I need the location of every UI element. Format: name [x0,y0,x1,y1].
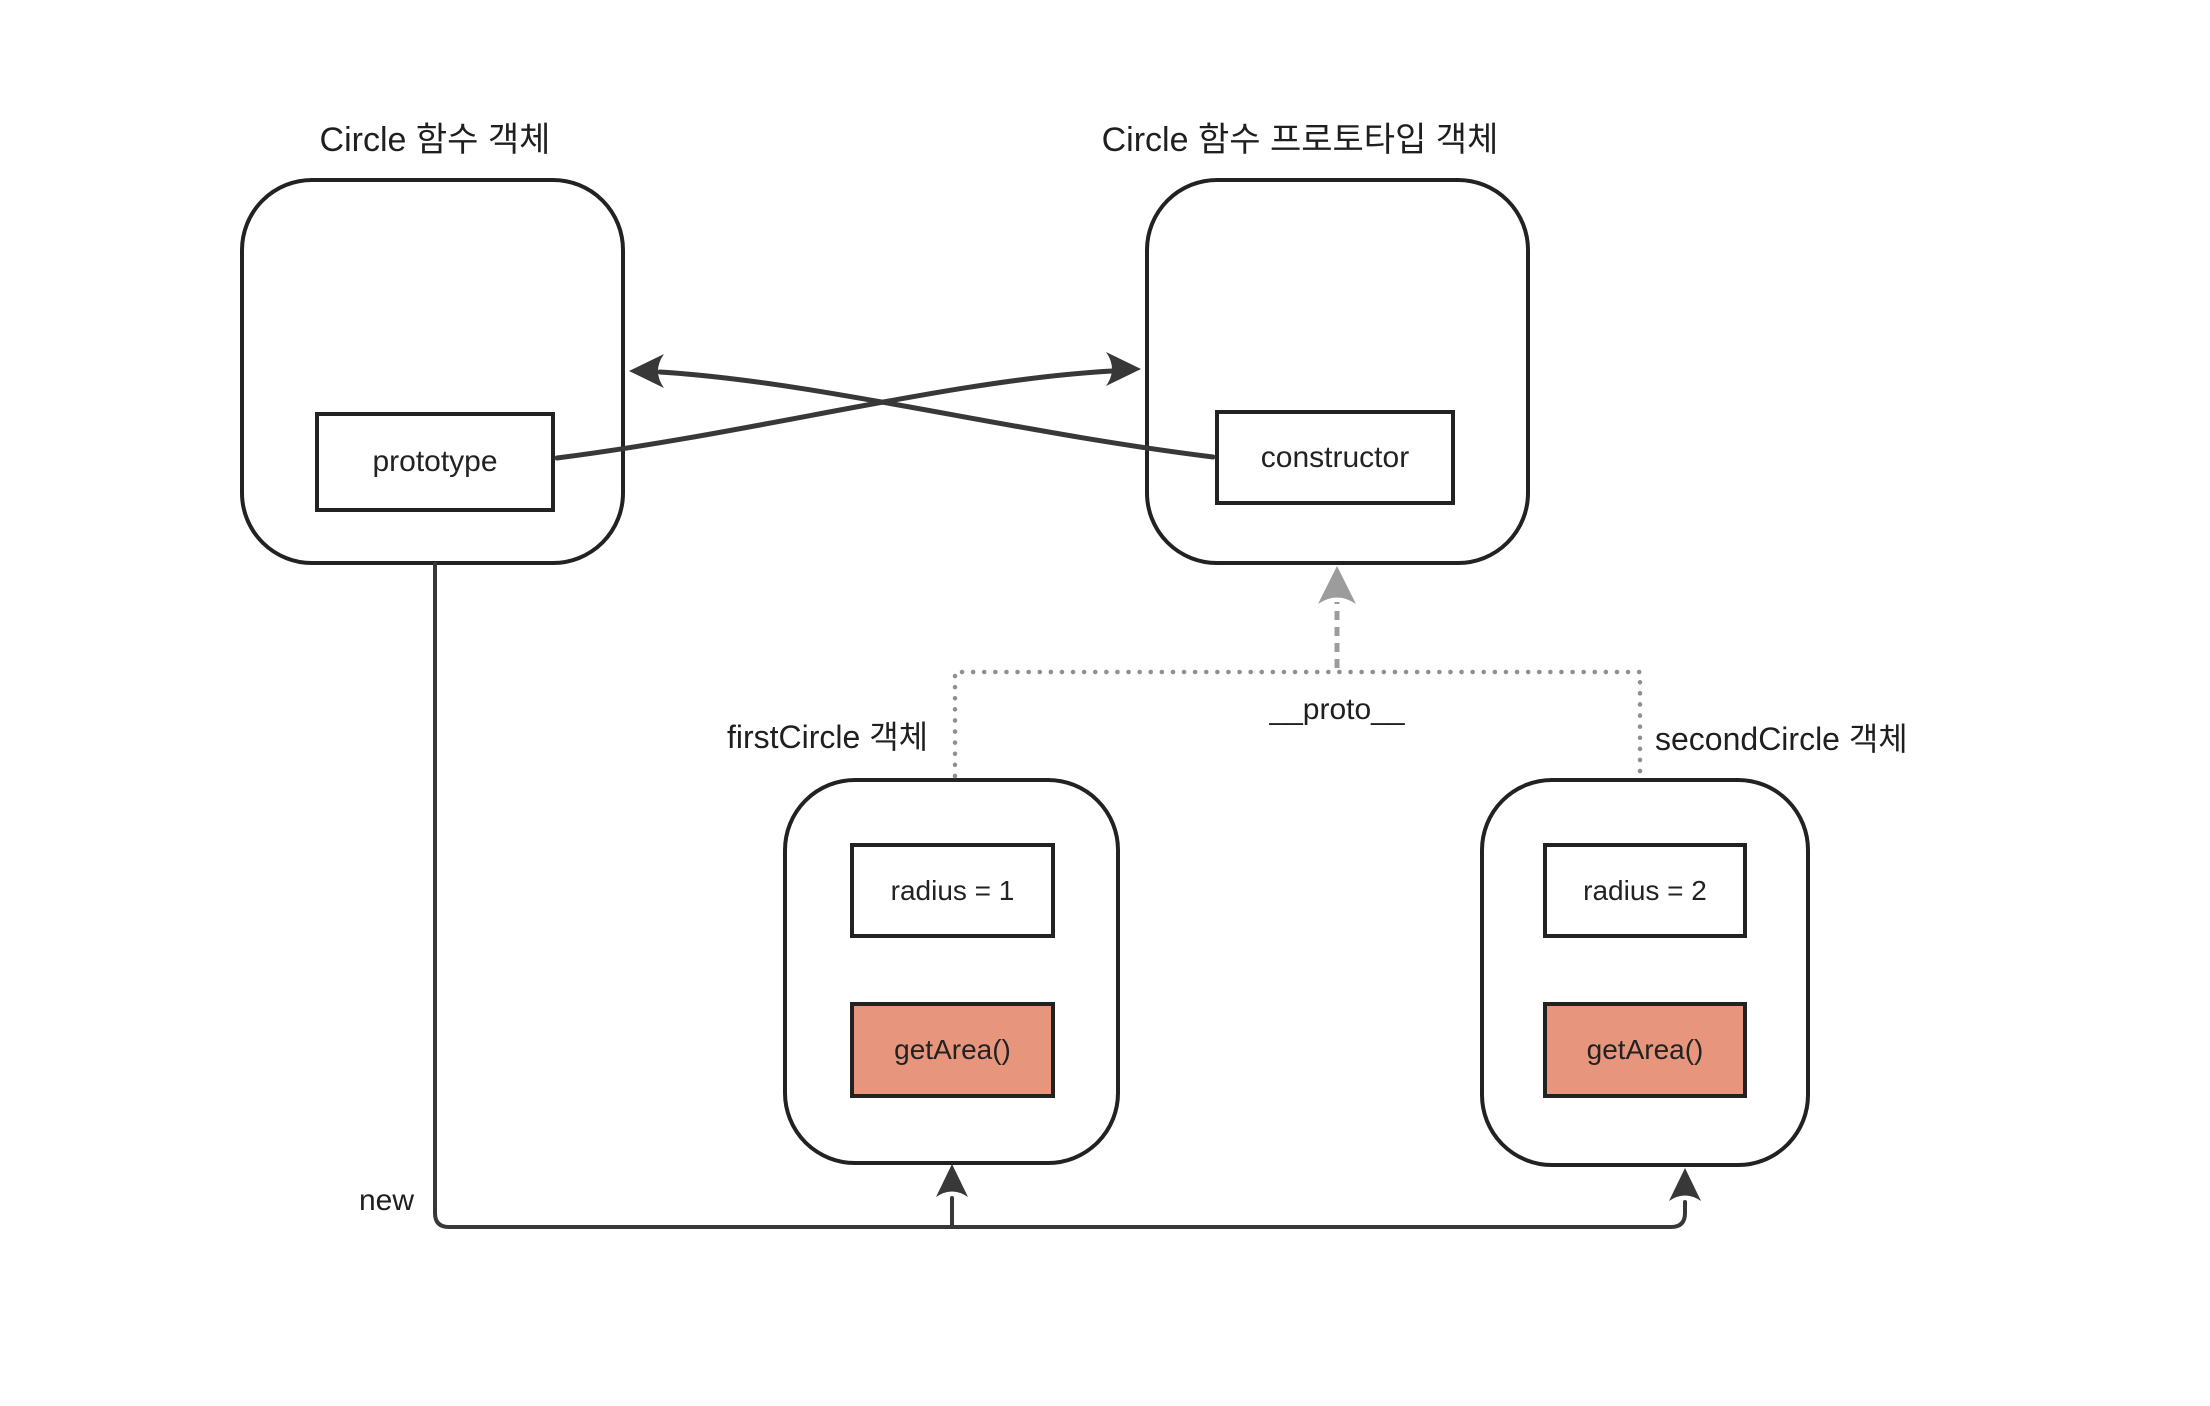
first-getarea-box: getArea() [850,1002,1055,1098]
constructor-to-function-object-arrow-line [657,369,1216,460]
function-object-title: Circle 함수 객체 [319,121,551,159]
new-edge-label: new [358,1184,414,1217]
arrowhead-up-first-icon [936,1164,968,1197]
constructor-property-box: constructor [1215,410,1455,505]
prototype-object-title: Circle 함수 프로토타입 객체 [1101,121,1499,159]
second-instance-box [1480,778,1810,1167]
prototype-property-box: prototype [315,412,555,512]
prototype-to-prototype-object-arrow-line [554,368,1115,461]
prototype-object-box [1145,178,1530,565]
proto-edge-label: __proto__ [1269,693,1405,726]
second-getarea-box: getArea() [1543,1002,1747,1098]
arrowhead-up-gray-icon [1318,566,1356,604]
arrowhead-right-icon [1106,352,1141,386]
second-radius-box: radius = 2 [1543,843,1747,938]
first-instance-box [783,778,1120,1165]
arrowhead-left-icon [629,354,664,388]
arrowhead-up-second-icon [1669,1168,1701,1201]
first-instance-title: firstCircle 객체 [727,719,929,755]
first-radius-box: radius = 1 [850,843,1055,938]
second-instance-title: secondCircle 객체 [1655,721,1908,757]
